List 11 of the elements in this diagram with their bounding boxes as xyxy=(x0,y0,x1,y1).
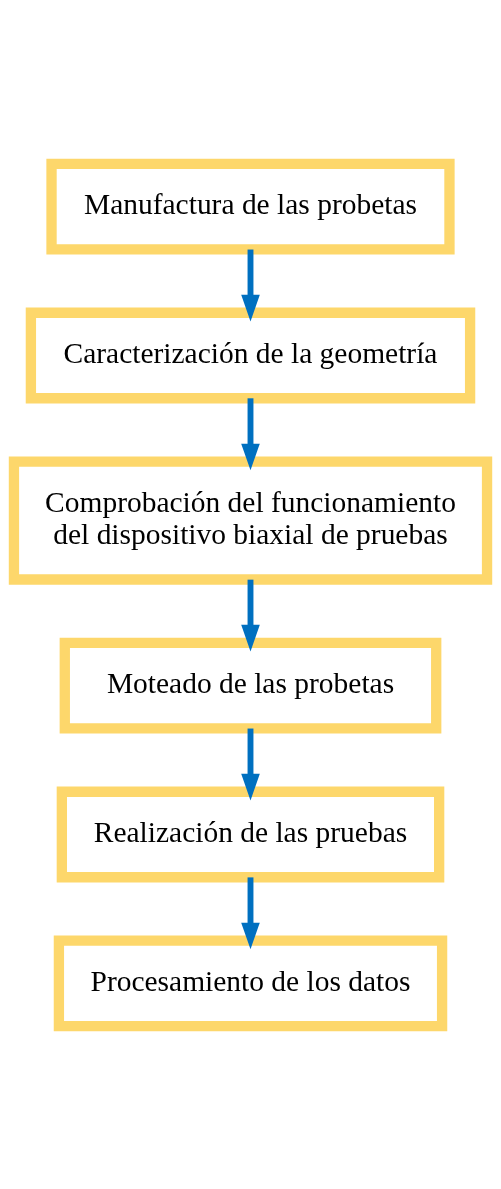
node-box: Manufactura de las probetas xyxy=(46,158,455,255)
node-box: Moteado de las probetas xyxy=(59,637,442,734)
node-box: Realización de las pruebas xyxy=(56,786,445,882)
arrow xyxy=(241,249,260,321)
node-box: Caracterización de la geometría xyxy=(25,307,476,403)
arrow xyxy=(241,397,260,470)
node-box: Procesamiento de los datos xyxy=(53,934,448,1031)
arrow xyxy=(241,728,260,800)
arrow xyxy=(241,876,260,949)
node-box: Comprobación del funcionamiento del dispositivo biaxial de pruebas xyxy=(8,455,493,585)
arrow xyxy=(241,579,260,651)
